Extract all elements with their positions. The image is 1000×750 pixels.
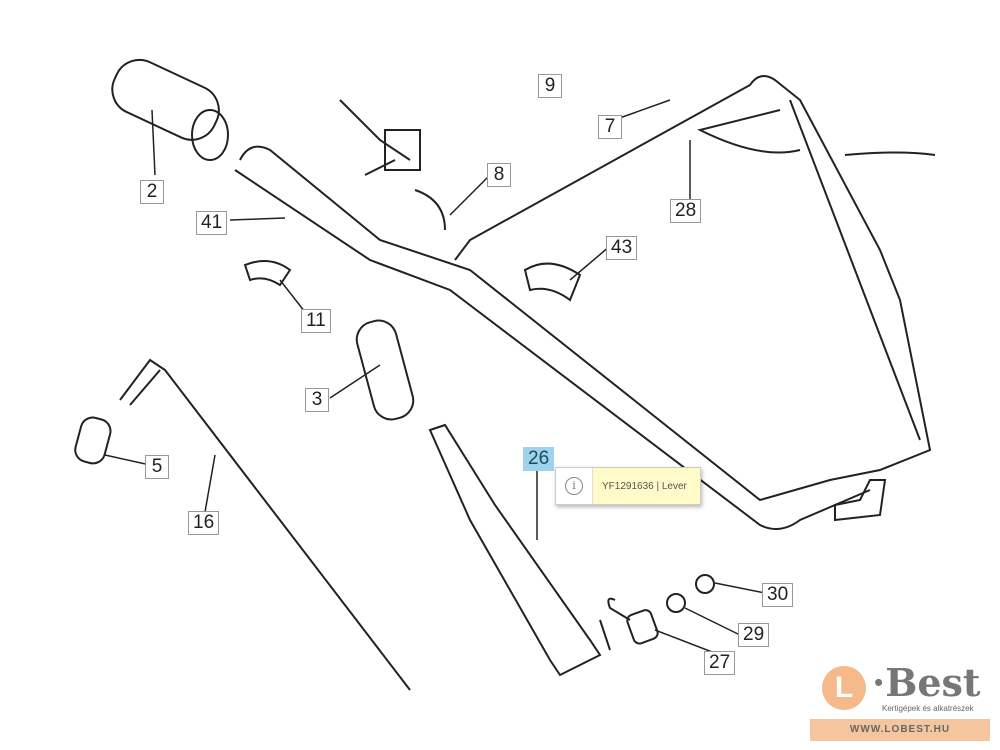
callout-27[interactable]: 27 — [704, 651, 736, 675]
cable-part — [339, 99, 446, 231]
info-icon: i — [556, 468, 593, 504]
part-tooltip: i YF1291636 | Lever — [555, 467, 701, 505]
handlebar — [234, 75, 936, 530]
leader-lines — [104, 99, 766, 661]
callout-9[interactable]: 9 — [538, 74, 562, 98]
spring-nut — [607, 574, 715, 645]
logo-url: WWW.LOBEST.HU — [810, 719, 990, 741]
callout-11[interactable]: 11 — [301, 309, 331, 333]
callout-7[interactable]: 7 — [598, 115, 622, 139]
callout-8[interactable]: 8 — [487, 163, 511, 187]
base-tooth — [834, 479, 887, 522]
callout-43[interactable]: 43 — [606, 236, 638, 260]
callout-3[interactable]: 3 — [305, 388, 329, 412]
lobest-logo[interactable]: L ·Best Kertigépek és alkatrészek WWW.LO… — [810, 660, 990, 742]
sleeve — [74, 416, 112, 465]
tube — [355, 319, 415, 421]
callout-29[interactable]: 29 — [738, 623, 770, 647]
callout-16[interactable]: 16 — [188, 511, 220, 535]
grip — [111, 58, 229, 161]
tooltip-text: YF1291636 | Lever — [593, 468, 700, 504]
callout-5[interactable]: 5 — [145, 455, 169, 479]
callout-41[interactable]: 41 — [196, 211, 228, 235]
logo-name: ·Best — [872, 660, 981, 705]
clamps — [243, 260, 582, 302]
logo-tagline: Kertigépek és alkatrészek — [882, 704, 974, 713]
callout-28[interactable]: 28 — [670, 199, 702, 223]
callout-2[interactable]: 2 — [140, 180, 164, 204]
logo-mark: L — [822, 666, 866, 710]
callout-30[interactable]: 30 — [762, 583, 794, 607]
lever-part — [428, 423, 611, 677]
rod — [119, 358, 411, 691]
callout-26[interactable]: 26 — [523, 447, 555, 471]
